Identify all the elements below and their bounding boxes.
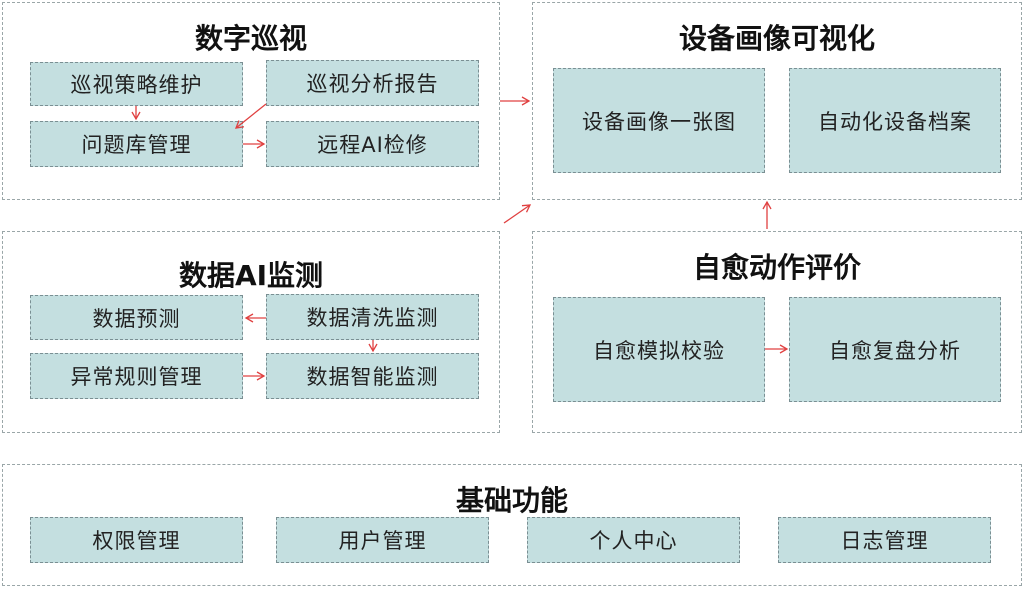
basic-functions-title: 基础功能: [455, 484, 568, 517]
log-management-box[interactable]: 日志管理: [778, 517, 991, 563]
remote-ai-repair-box[interactable]: 远程AI检修: [266, 121, 479, 167]
arrow-dataai-to-device: [503, 204, 532, 224]
smart-monitor-box[interactable]: 数据智能监测: [266, 353, 479, 399]
permissions-box[interactable]: 权限管理: [30, 517, 243, 563]
data-cleaning-box[interactable]: 数据清洗监测: [266, 294, 479, 340]
user-management-box[interactable]: 用户管理: [276, 517, 489, 563]
self-heal-review-box[interactable]: 自愈复盘分析: [789, 297, 1001, 402]
device-one-map-box[interactable]: 设备画像一张图: [553, 68, 765, 173]
data-ai-title: 数据AI监测: [178, 259, 324, 292]
self-heal-simulation-box[interactable]: 自愈模拟校验: [553, 297, 765, 402]
report-box[interactable]: 巡视分析报告: [266, 60, 479, 106]
anomaly-rules-box[interactable]: 异常规则管理: [30, 353, 243, 399]
data-forecast-box[interactable]: 数据预测: [30, 295, 243, 340]
self-heal-title: 自愈动作评价: [692, 251, 861, 284]
device-visual-title: 设备画像可视化: [678, 22, 875, 55]
strategy-box[interactable]: 巡视策略维护: [30, 62, 243, 106]
digital-inspection-title: 数字巡视: [194, 22, 307, 55]
issue-library-box[interactable]: 问题库管理: [30, 121, 243, 167]
auto-device-archive-box[interactable]: 自动化设备档案: [789, 68, 1001, 173]
personal-center-box[interactable]: 个人中心: [527, 517, 740, 563]
